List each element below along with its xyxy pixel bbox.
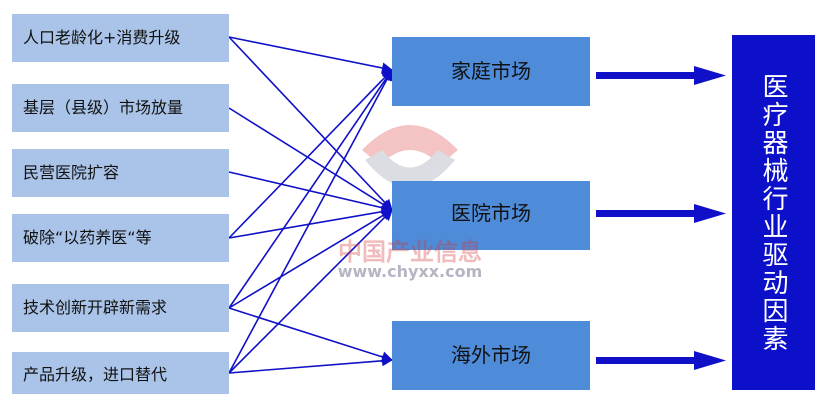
connector-f6-m2 xyxy=(228,209,393,374)
market-box-hospital: 医院市场 xyxy=(392,181,590,250)
connector-f1-m1 xyxy=(228,36,394,74)
connector-f5-m1 xyxy=(228,69,393,309)
market-box-home: 家庭市场 xyxy=(392,37,590,106)
connector-f5-m3 xyxy=(228,307,394,363)
connector-f5-m2 xyxy=(228,209,393,309)
target-label: 医疗器械行业驱动因素 xyxy=(758,72,788,353)
connector-f2-m2 xyxy=(228,107,393,211)
factor-box-private-hospital: 民营医院扩容 xyxy=(12,149,229,197)
connector-f4-m2 xyxy=(228,206,394,239)
connector-f1-m2 xyxy=(228,36,393,211)
factor-box-aging: 人口老龄化+消费升级 xyxy=(12,14,229,62)
factor-box-import-substitution: 产品升级，进口替代 xyxy=(12,352,229,394)
target-box-industry-drivers: 医疗器械行业驱动因素 xyxy=(732,35,815,390)
arrow-m2-target xyxy=(596,204,726,223)
factor-box-innovation: 技术创新开辟新需求 xyxy=(12,284,229,332)
watermark-text: 中国产业信息 xyxy=(338,238,482,266)
factor-connectors xyxy=(228,36,394,374)
market-box-overseas: 海外市场 xyxy=(392,321,590,390)
arrow-m1-target xyxy=(596,66,726,85)
factor-box-drug-reform: 破除“以药养医“等 xyxy=(12,214,229,262)
arrow-m3-target xyxy=(596,351,726,370)
connector-f3-m2 xyxy=(228,171,394,214)
watermark-logo xyxy=(362,125,458,188)
connector-f6-m1 xyxy=(228,69,393,374)
factor-box-county-market: 基层（县级）市场放量 xyxy=(12,84,229,132)
watermark-url: www.chyxx.com xyxy=(337,262,483,281)
market-arrows xyxy=(596,66,726,370)
connector-f4-m1 xyxy=(228,69,393,239)
connector-f6-m3 xyxy=(228,355,394,374)
